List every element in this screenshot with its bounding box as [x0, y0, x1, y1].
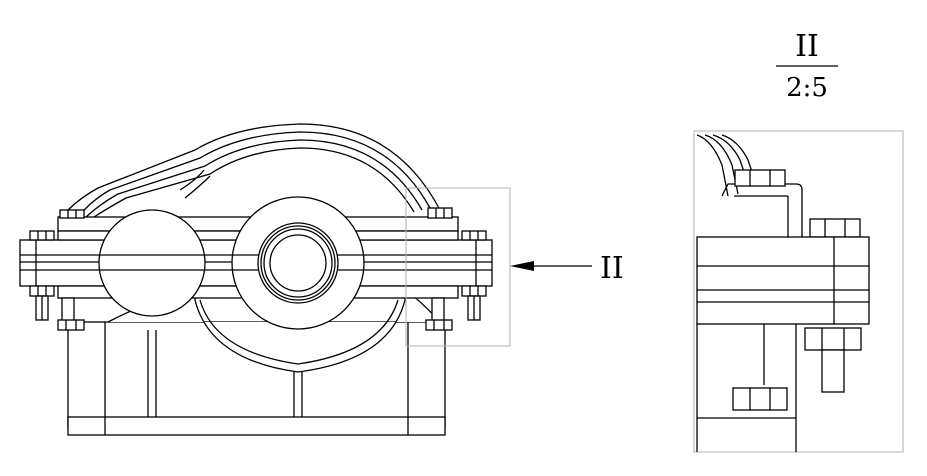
left-boss [98, 209, 206, 317]
flange-bolts [29, 207, 487, 331]
detail-scale: 2:5 [786, 73, 828, 103]
detail-label: II [795, 29, 819, 64]
detail-title: II 2:5 [776, 29, 838, 103]
section-marker-label: II [600, 251, 624, 286]
main-bearing [231, 196, 365, 330]
detail-reference-frame [405, 187, 511, 347]
main-view [19, 123, 511, 436]
detail-view [693, 130, 904, 453]
section-arrow: II [510, 251, 624, 286]
detail-frame [693, 130, 904, 453]
